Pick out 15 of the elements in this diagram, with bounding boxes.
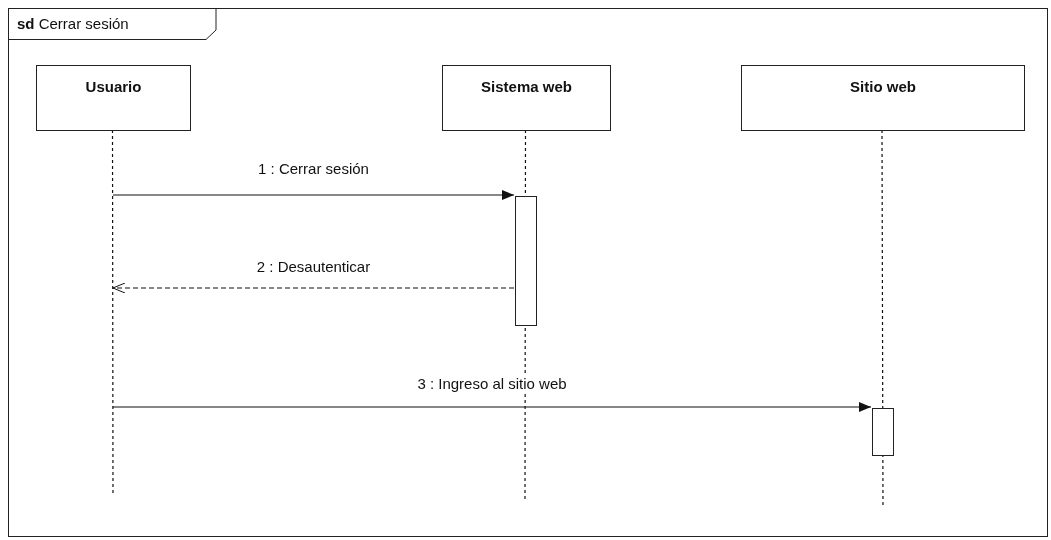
activation-bar [515, 196, 537, 326]
lifeline [881, 129, 884, 508]
participant-box: Usuario [36, 65, 191, 131]
frame-box [8, 8, 1048, 537]
activation-bar [872, 408, 894, 456]
message-arrow [112, 402, 872, 412]
participant-box: Sistema web [442, 65, 611, 131]
message-arrow [112, 190, 515, 200]
edge-label: 3 : Ingreso al sitio web [415, 375, 569, 392]
lifeline [111, 129, 114, 496]
message-arrow [112, 282, 515, 294]
frame-title: sd Cerrar sesión [17, 15, 129, 32]
edge-label: 1 : Cerrar sesión [256, 160, 371, 177]
participant-box: Sitio web [741, 65, 1025, 131]
edge-label: 2 : Desautenticar [254, 258, 373, 275]
